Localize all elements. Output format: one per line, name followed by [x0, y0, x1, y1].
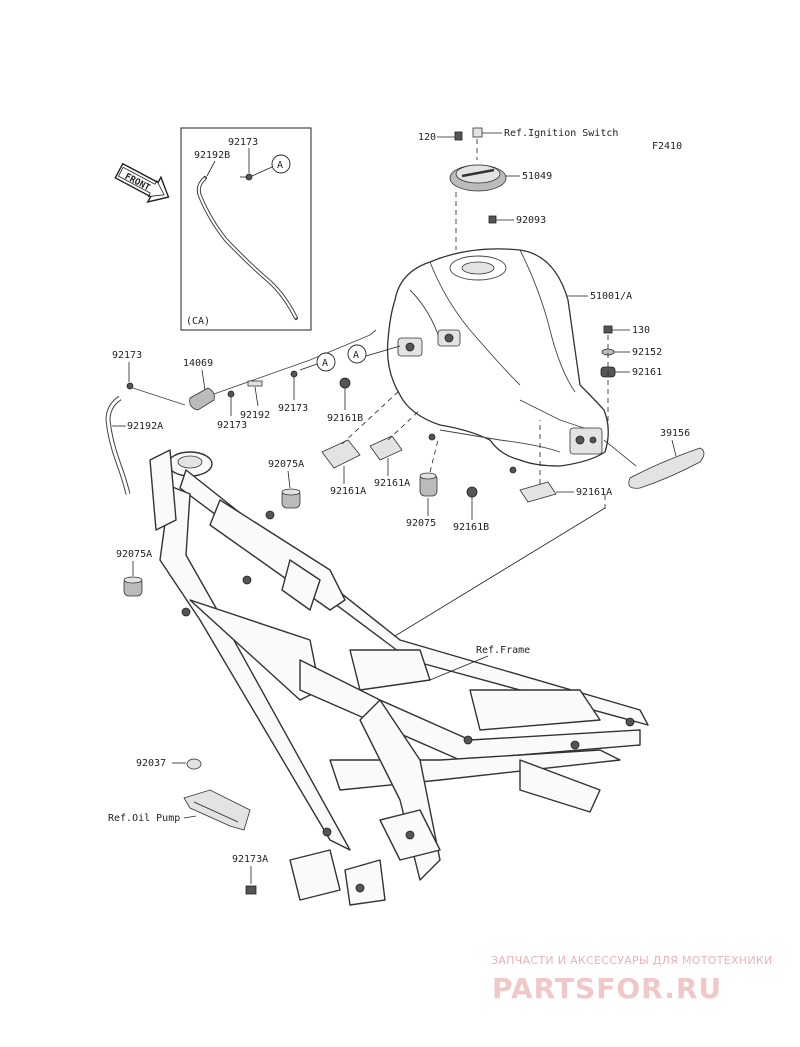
label-92161B-1: 92161B — [327, 413, 363, 424]
label-92173-b1: 92173 — [217, 420, 247, 431]
watermark-brand: PARTSFOR.RU — [492, 972, 722, 1005]
diagram-code: F2410 — [652, 141, 682, 152]
right-mount-hardware: 130 92152 92161 — [600, 325, 662, 430]
label-92093: 92093 — [516, 215, 546, 226]
label-92192: 92192 — [240, 410, 270, 421]
front-arrow-icon: FRONT — [114, 162, 170, 203]
filler-cap-assembly: 120 Ref.Ignition Switch 51049 92093 — [418, 127, 618, 250]
inset-ref-a: A — [277, 160, 283, 171]
clamp-92173A: 92173A — [232, 854, 268, 895]
label-ref-oil-pump: Ref.Oil Pump — [108, 813, 180, 824]
label-92173A: 92173A — [232, 854, 268, 865]
label-92161A-1: 92161A — [330, 486, 366, 497]
label-92161A-2: 92161A — [374, 478, 410, 489]
fuel-tank: 51001/A A — [347, 248, 632, 474]
label-92161A-3: 92161A — [576, 487, 612, 498]
label-92192A: 92192A — [127, 421, 163, 432]
frame: Ref.Frame — [149, 449, 649, 906]
label-92173-b2: 92173 — [278, 403, 308, 414]
tank-ref-a: A — [353, 350, 359, 361]
inset-label: (CA) — [186, 316, 210, 327]
label-130: 130 — [632, 325, 650, 336]
label-39156: 39156 — [660, 428, 690, 439]
label-92173-inset: 92173 — [228, 137, 258, 148]
watermark-tagline: ЗАПЧАСТИ И АКСЕССУАРЫ ДЛЯ МОТОТЕХНИКИ — [491, 954, 773, 967]
inset-box: (CA) A 92173 92192B — [180, 127, 312, 331]
oil-pump-bracket: 92037 Ref.Oil Pump — [108, 758, 251, 831]
label-ref-ignition: Ref.Ignition Switch — [504, 128, 618, 139]
label-92161: 92161 — [632, 367, 662, 378]
label-92192B: 92192B — [194, 150, 230, 161]
label-51049: 51049 — [522, 171, 552, 182]
label-ref-frame: Ref.Frame — [476, 645, 530, 656]
label-92075A-2: 92075A — [116, 549, 152, 560]
watermark: ЗАПЧАСТИ И АКСЕССУАРЫ ДЛЯ МОТОТЕХНИКИ PA… — [491, 954, 773, 1005]
label-92075A-1: 92075A — [268, 459, 304, 470]
breather-hose-assembly: 92173 92192A 14069 92173 92192 92173 A — [105, 329, 377, 495]
label-92152: 92152 — [632, 347, 662, 358]
tank-pads: 92161B 92161A 92161A 92075 92161B 92161A — [321, 377, 612, 637]
dampers-92075A: 92075A 92075A — [116, 459, 304, 597]
label-92173-left: 92173 — [112, 350, 142, 361]
label-120: 120 — [418, 132, 436, 143]
label-92037: 92037 — [136, 758, 166, 769]
label-92075: 92075 — [406, 518, 436, 529]
hose-ref-a: A — [322, 358, 328, 369]
label-92161B-2: 92161B — [453, 522, 489, 533]
tank-pad-39156: 39156 — [603, 428, 705, 489]
label-51001A: 51001/A — [590, 291, 632, 302]
label-14069: 14069 — [183, 358, 213, 369]
